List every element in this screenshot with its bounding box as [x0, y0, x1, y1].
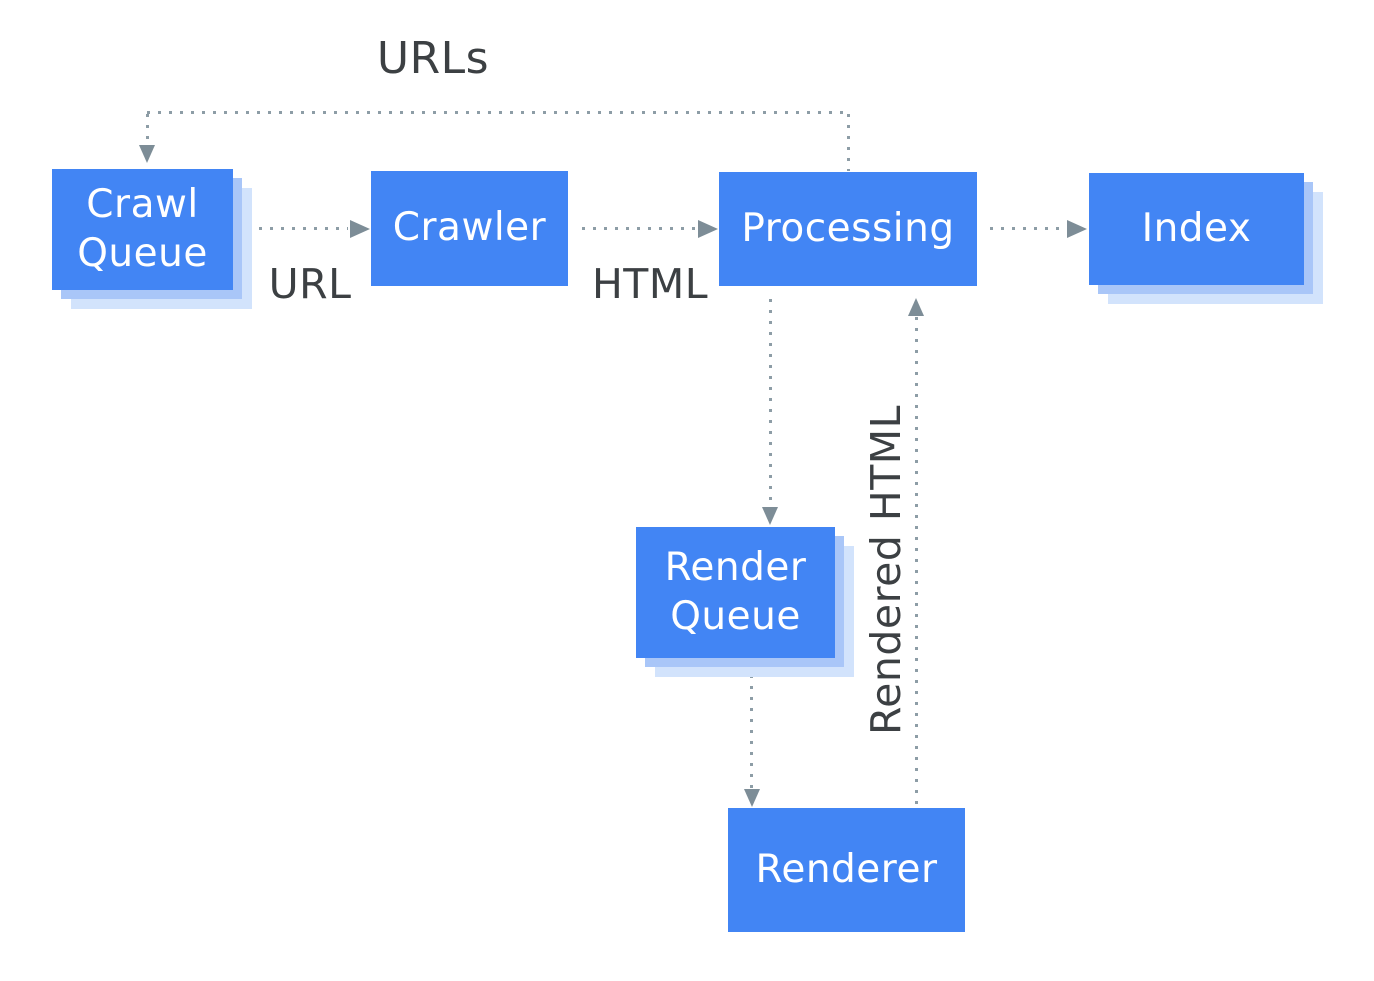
- index-box: Index: [1089, 173, 1304, 285]
- processing-label: Processing: [741, 205, 955, 251]
- arrowhead-into-crawl-queue: [139, 145, 155, 163]
- rendered-html-edge-label: Rendered HTML: [862, 405, 910, 735]
- arrowhead-into-processing-left: [698, 220, 718, 238]
- urls-edge-label: URLs: [376, 32, 490, 84]
- arrowhead-into-processing-bottom: [908, 298, 924, 316]
- arrowhead-into-crawler: [350, 220, 370, 238]
- edge-processing-to-crawl-queue-top-segment: [147, 111, 850, 114]
- edge-processing-to-crawl-queue-right-segment: [847, 114, 850, 171]
- renderer-box: Renderer: [728, 808, 965, 932]
- edge-crawl-queue-to-crawler: [248, 227, 348, 230]
- renderer-label: Renderer: [755, 846, 938, 892]
- processing-box: Processing: [719, 172, 977, 286]
- edge-processing-to-crawl-queue-left-segment: [146, 114, 149, 145]
- render-queue-label: Render Queue: [664, 544, 807, 639]
- arrowhead-into-render-queue: [762, 507, 778, 525]
- crawl-queue-label: Crawl Queue: [77, 181, 208, 276]
- crawl-queue-box: Crawl Queue: [52, 169, 233, 290]
- index-label: Index: [1141, 205, 1252, 251]
- edge-renderer-to-processing: [915, 317, 918, 806]
- arrowhead-into-renderer: [744, 789, 760, 807]
- edge-processing-to-index: [990, 227, 1066, 230]
- html-edge-label: HTML: [591, 260, 709, 308]
- crawler-label: Crawler: [392, 205, 547, 251]
- crawler-box: Crawler: [371, 171, 568, 286]
- edge-processing-to-render-queue: [769, 299, 772, 506]
- arrowhead-into-index: [1067, 220, 1087, 238]
- edge-crawler-to-processing: [582, 227, 696, 230]
- edge-render-queue-to-renderer: [750, 675, 753, 788]
- url-edge-label: URL: [268, 260, 352, 308]
- render-queue-box: Render Queue: [636, 527, 835, 658]
